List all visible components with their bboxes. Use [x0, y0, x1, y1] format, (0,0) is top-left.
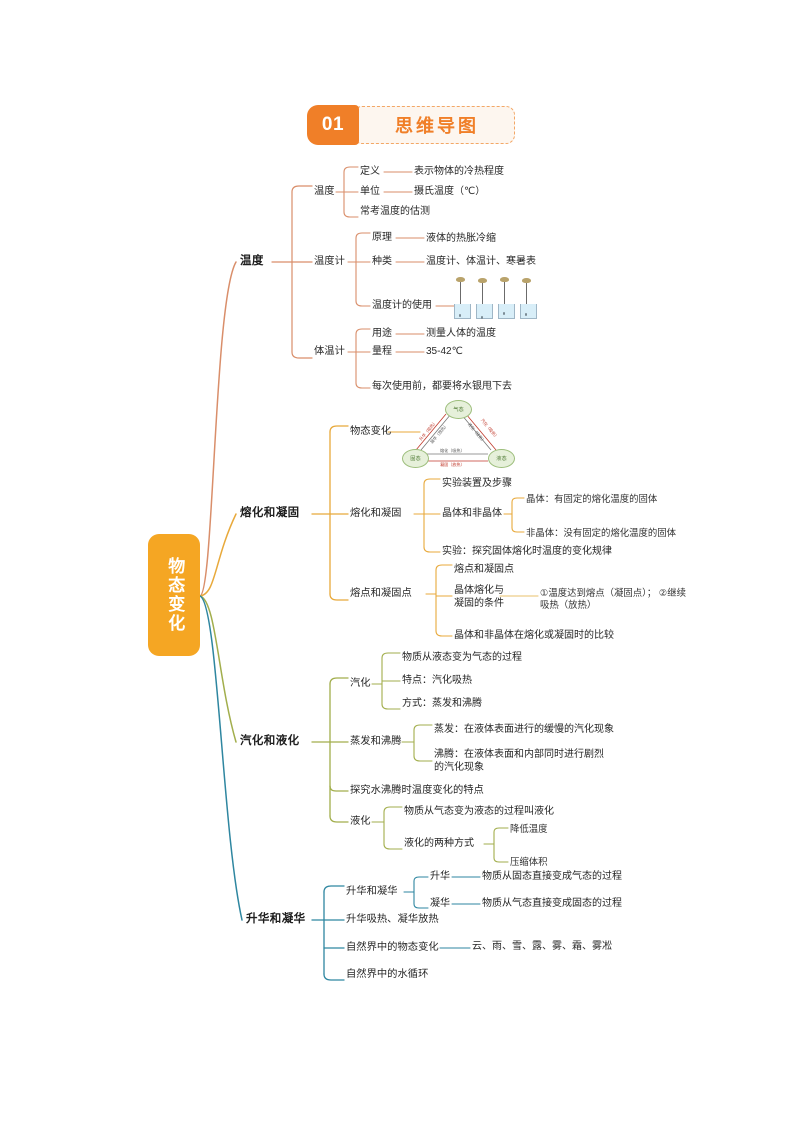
section-header: 01 思维导图: [307, 105, 515, 145]
node-unit[interactable]: 单位: [360, 186, 380, 197]
state-node-gas: 气态: [445, 400, 472, 419]
node-principle[interactable]: 原理: [372, 232, 392, 243]
node-shake-mercury[interactable]: 每次使用前，都要将水银甩下去: [372, 381, 512, 392]
node-definition[interactable]: 定义: [360, 166, 380, 177]
branch-label-sublimation[interactable]: 升华和凝华: [246, 913, 306, 925]
node-deposition[interactable]: 凝华: [430, 898, 450, 909]
node-liquefaction-def[interactable]: 物质从气态变为液态的过程叫液化: [404, 806, 554, 817]
node-boiling-def[interactable]: 沸腾：在液体表面和内部同时进行剧烈 的汽化现象: [434, 749, 604, 773]
page-title: 思维导图: [395, 116, 479, 136]
node-boiling-study[interactable]: 探究水沸腾时温度变化的特点: [350, 785, 484, 796]
root-node[interactable]: 物态变化: [148, 534, 200, 656]
node-vaporization[interactable]: 汽化: [350, 678, 371, 689]
branch-label-vaporization[interactable]: 汽化和液化: [240, 735, 300, 747]
detail-types: 温度计、体温计、寒暑表: [426, 256, 536, 267]
node-vapor-feature[interactable]: 特点：汽化吸热: [402, 675, 472, 686]
node-liquefaction-methods[interactable]: 液化的两种方式: [404, 838, 474, 849]
detail-crystal-conditions: ①温度达到熔点（凝固点）； ②继续吸热（放热）: [540, 587, 686, 611]
node-compress-volume[interactable]: 压缩体积: [510, 856, 548, 867]
node-usage-purpose[interactable]: 用途: [372, 328, 392, 339]
detail-principle: 液体的热胀冷缩: [426, 233, 496, 244]
node-range[interactable]: 量程: [372, 346, 392, 357]
node-sublimation-heat[interactable]: 升华吸热、凝华放热: [346, 914, 439, 925]
thermometer-usage-illustration: [452, 277, 537, 321]
node-experiment-setup[interactable]: 实验装置及步骤: [442, 478, 512, 489]
detail-usage-purpose: 测量人体的温度: [426, 328, 496, 339]
node-vapor-process[interactable]: 物质从液态变为气态的过程: [402, 652, 522, 663]
state-node-solid: 固态: [402, 449, 429, 468]
node-crystal-conditions[interactable]: 晶体熔化与 凝固的条件: [454, 585, 504, 609]
node-water-cycle[interactable]: 自然界中的水循环: [346, 969, 429, 980]
node-evaporation-def[interactable]: 蒸发：在液体表面进行的缓慢的汽化现象: [434, 724, 614, 735]
detail-sublimation: 物质从固态直接变成气态的过程: [482, 871, 622, 882]
node-crystal-amorphous[interactable]: 晶体和非晶体: [442, 508, 502, 519]
detail-range: 35-42℃: [426, 346, 463, 357]
root-node-label: 物态变化: [165, 557, 185, 633]
node-vapor-methods[interactable]: 方式：蒸发和沸腾: [402, 698, 482, 709]
node-clinical-thermometer[interactable]: 体温计: [314, 346, 345, 357]
node-temp-estimation[interactable]: 常考温度的估测: [360, 206, 430, 217]
node-natural-state-changes[interactable]: 自然界中的物态变化: [346, 942, 439, 953]
node-crystal-def[interactable]: 晶体：有固定的熔化温度的固体: [526, 493, 658, 504]
edge-label-freezing: 凝固（放热）: [440, 462, 465, 467]
node-evap-boiling[interactable]: 蒸发和沸腾: [350, 736, 402, 747]
node-lower-temperature[interactable]: 降低温度: [510, 823, 548, 834]
section-title-box: 思维导图: [353, 106, 515, 144]
node-melting-solidifying[interactable]: 熔化和凝固: [350, 508, 402, 519]
node-amorphous-def[interactable]: 非晶体：没有固定的熔化温度的固体: [526, 527, 677, 538]
detail-definition: 表示物体的冷热程度: [414, 166, 504, 177]
node-thermometer[interactable]: 温度计: [314, 256, 345, 267]
branch-label-temperature[interactable]: 温度: [240, 255, 264, 267]
state-node-liquid: 液态: [488, 449, 515, 468]
node-state-change[interactable]: 物态变化: [350, 426, 392, 437]
node-crystal-comparison[interactable]: 晶体和非晶体在熔化或凝固时的比较: [454, 630, 614, 641]
section-number: 01: [321, 114, 345, 135]
detail-natural-phenomena: 云、雨、雪、露、雾、霜、雾凇: [472, 941, 612, 952]
node-melting-experiment[interactable]: 实验：探究固体熔化时温度的变化规律: [442, 546, 612, 557]
node-melting-point[interactable]: 熔点和凝固点: [350, 588, 412, 599]
node-thermometer-usage[interactable]: 温度计的使用: [372, 300, 432, 311]
detail-deposition: 物质从气态直接变成固态的过程: [482, 898, 622, 909]
branch-label-melting[interactable]: 熔化和凝固: [240, 507, 300, 519]
node-sublimation-deposition[interactable]: 升华和凝华: [346, 886, 398, 897]
state-change-triangle-diagram: 气态 固态 液态 升华（吸热） 凝华（放热） 汽化（吸热） 液化（放热） 熔化（…: [400, 398, 516, 474]
node-sublimation[interactable]: 升华: [430, 871, 450, 882]
section-number-badge: 01: [307, 105, 359, 145]
node-types[interactable]: 种类: [372, 256, 392, 267]
detail-unit: 摄氏温度（℃）: [414, 186, 486, 197]
node-temperature-sub[interactable]: 温度: [314, 186, 335, 197]
edge-label-melting: 熔化（吸热）: [440, 448, 465, 453]
node-liquefaction[interactable]: 液化: [350, 816, 371, 827]
node-melting-freezing-point[interactable]: 熔点和凝固点: [454, 564, 514, 575]
